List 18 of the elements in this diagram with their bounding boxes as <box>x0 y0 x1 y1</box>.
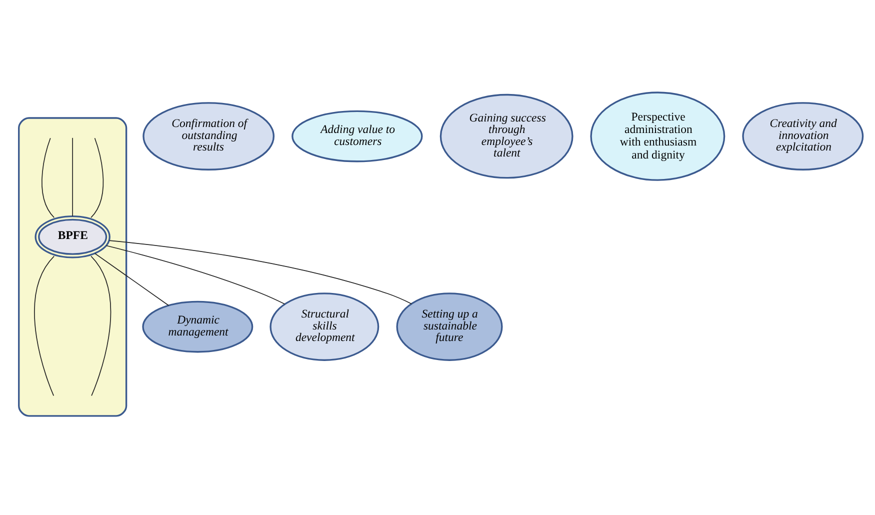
connector <box>90 256 112 396</box>
connector <box>108 240 412 304</box>
connector <box>106 245 286 304</box>
node-ellipse: Confirmation of outstanding results <box>142 102 275 170</box>
cluster <box>18 117 128 417</box>
connector <box>94 253 170 306</box>
node-ellipse: Structural skills development <box>270 292 380 361</box>
connector <box>72 137 73 217</box>
node-ellipse: Setting up a sustainable future <box>396 292 503 361</box>
connector <box>34 256 55 396</box>
node-ellipse: Gaining success through employee’s talent <box>440 94 574 179</box>
node-ellipse: Adding value to customers <box>292 110 423 162</box>
node-ellipse: Creativity and innovation explcitation <box>742 102 864 170</box>
node-ellipse: BPFE <box>34 215 110 258</box>
connector <box>42 138 55 218</box>
node-ellipse: Perspective administration with enthusiasm and dignity <box>590 92 726 181</box>
connector <box>90 138 104 218</box>
node-ellipse: Dynamic management <box>142 300 254 353</box>
